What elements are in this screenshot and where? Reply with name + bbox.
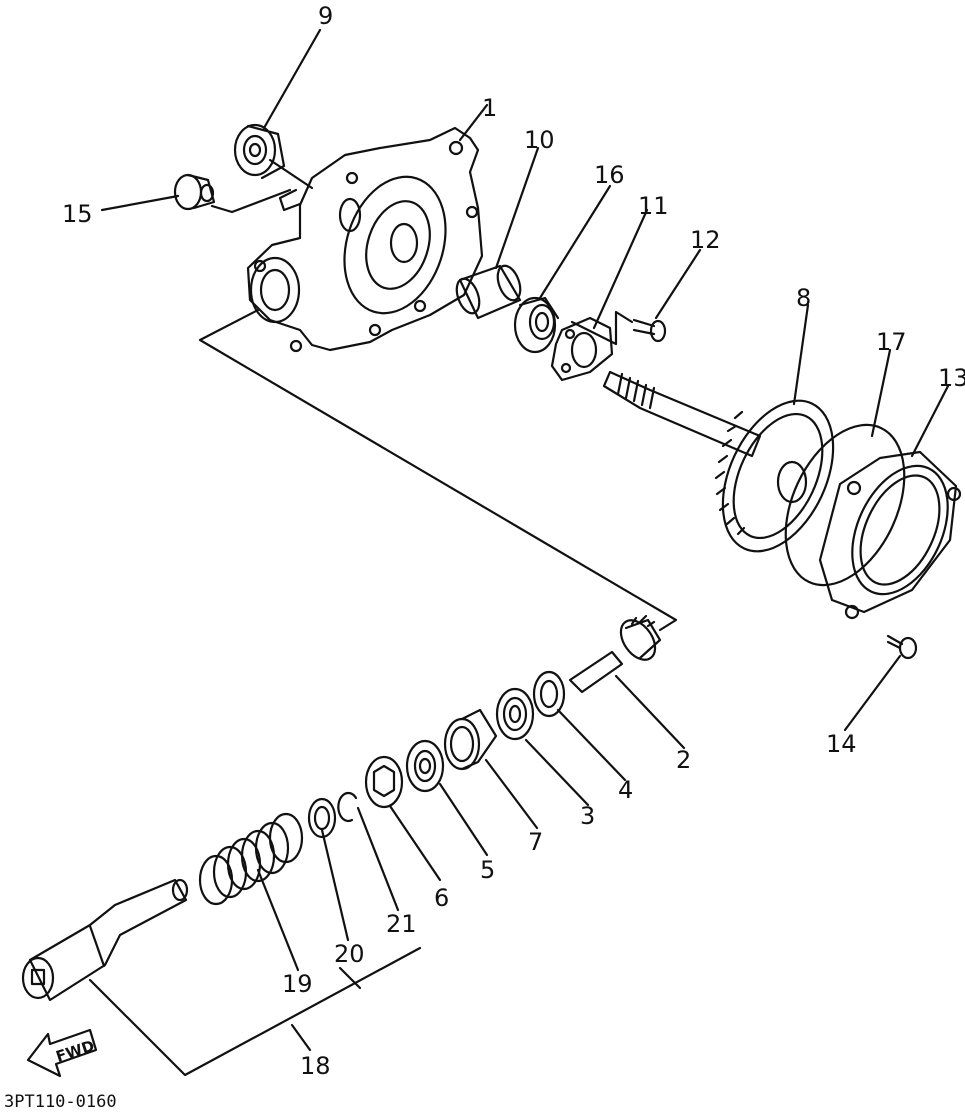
callout-16: 16 — [594, 161, 625, 189]
callout-15: 15 — [62, 200, 93, 228]
callout-11: 11 — [638, 192, 669, 220]
bolt-12 — [632, 318, 667, 343]
sleeve-7 — [443, 708, 498, 771]
bearing-16 — [513, 296, 560, 354]
spring-19 — [198, 812, 304, 906]
leader-lines — [88, 28, 950, 1077]
washer-4 — [532, 670, 566, 718]
callout-2: 2 — [676, 746, 692, 774]
callout-7: 7 — [528, 828, 544, 856]
callout-8: 8 — [796, 284, 812, 312]
screw-14 — [886, 634, 918, 660]
retainer-plate-11 — [550, 316, 614, 382]
callout-4: 4 — [618, 776, 634, 804]
forward-arrow-icon — [26, 1028, 98, 1078]
cover-13 — [818, 450, 962, 620]
callout-14: 14 — [826, 730, 857, 758]
gear-shaft-8 — [602, 370, 835, 553]
pinion-gear-2 — [568, 614, 662, 694]
bearing-3 — [495, 687, 535, 741]
circlip-21 — [337, 791, 358, 823]
callout-10: 10 — [524, 126, 555, 154]
washer-20 — [307, 797, 337, 839]
gear-housing — [246, 126, 484, 353]
gasket-17 — [784, 423, 906, 587]
callout-21: 21 — [386, 910, 417, 938]
callout-18: 18 — [300, 1052, 331, 1080]
bearing-5 — [405, 739, 445, 793]
callout-1: 1 — [482, 94, 498, 122]
callout-13: 13 — [938, 364, 965, 392]
diagram-code: 3PT110-0160 — [4, 1092, 117, 1112]
callout-20: 20 — [334, 940, 365, 968]
callout-19: 19 — [282, 970, 313, 998]
collar-15 — [173, 173, 216, 211]
callout-17: 17 — [876, 328, 907, 356]
shaft-18 — [21, 878, 189, 1002]
callout-12: 12 — [690, 226, 721, 254]
bearing-9 — [233, 123, 286, 180]
callout-9: 9 — [318, 2, 334, 30]
nut-6 — [364, 755, 404, 809]
sleeve-10 — [455, 264, 522, 320]
callout-6: 6 — [434, 884, 450, 912]
callout-5: 5 — [480, 856, 496, 884]
callout-3: 3 — [580, 802, 596, 830]
